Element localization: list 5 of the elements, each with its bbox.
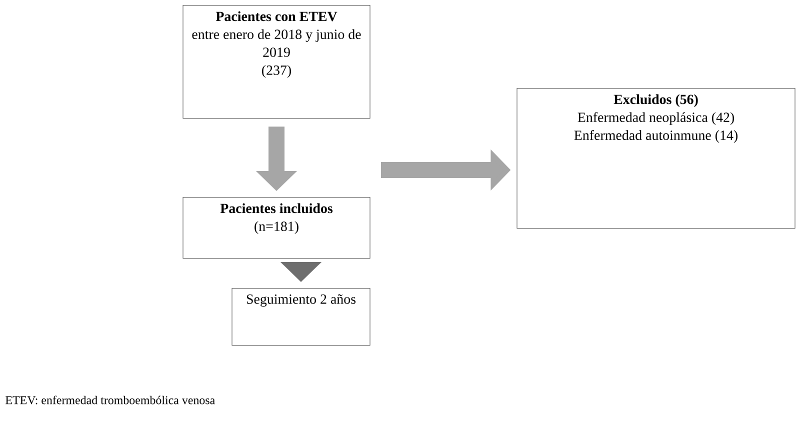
process-box: Excluidos (56) Enfermedad neoplásica (42) Enfermedad autoinmune (14)	[516, 88, 796, 229]
footnote: ETEV: enfermedad tromboembólica venosa	[6, 396, 215, 404]
process-box: Seguimiento 2 años	[232, 288, 370, 346]
process-box: Pacientes incluidos (n=181)	[182, 197, 370, 259]
process-box: Pacientes con ETEV entre enero de 2018 y junio de 2019 (237)	[182, 5, 370, 119]
